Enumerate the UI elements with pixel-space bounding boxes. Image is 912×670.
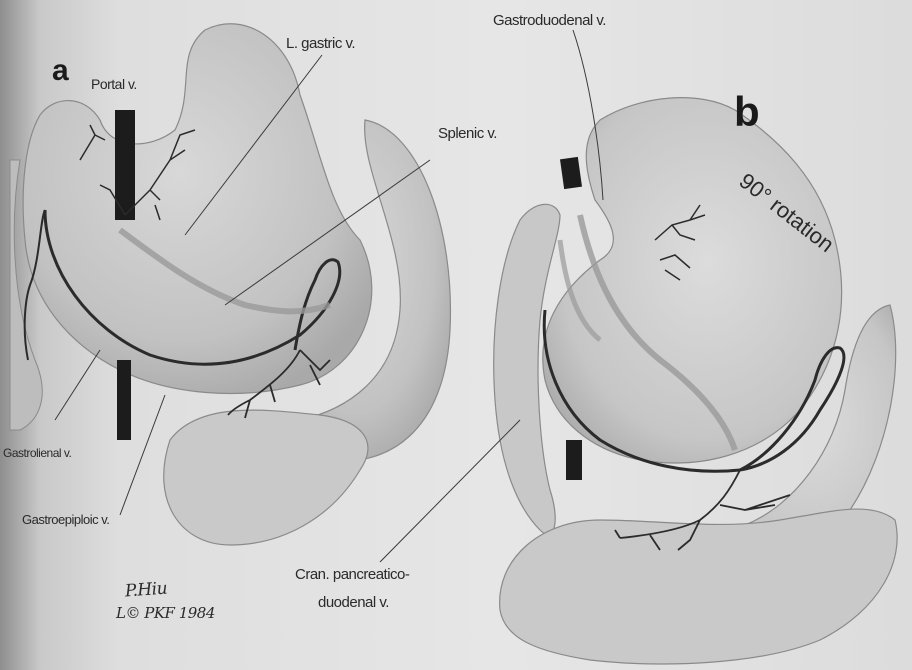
label-cran-pancreatico-line2: duodenal v. bbox=[318, 594, 389, 611]
portal-vein-b bbox=[560, 157, 582, 189]
pancreas-b bbox=[500, 509, 898, 664]
label-l-gastric-vein: L. gastric v. bbox=[286, 35, 355, 52]
panel-a bbox=[10, 24, 450, 545]
portal-vein-lower-b bbox=[566, 440, 582, 480]
panel-a-letter: a bbox=[52, 54, 69, 88]
signature-copyright: L© PKF 1984 bbox=[116, 604, 215, 622]
stomach-a bbox=[23, 24, 372, 394]
pancreas-a bbox=[164, 410, 368, 545]
label-splenic-vein: Splenic v. bbox=[438, 125, 497, 142]
signature-name: P.Hiu bbox=[124, 579, 167, 602]
label-cran-pancreatico-line1: Cran. pancreatico- bbox=[295, 566, 409, 583]
label-gastrolienal-vein: Gastrolienal v. bbox=[3, 446, 71, 460]
label-gastroduodenal-vein: Gastroduodenal v. bbox=[493, 12, 606, 29]
label-gastroepiploic-vein: Gastroepiploic v. bbox=[22, 512, 109, 527]
label-portal-vein: Portal v. bbox=[91, 76, 137, 92]
stomach-b bbox=[543, 98, 842, 463]
portal-vein-lower-a bbox=[117, 360, 131, 440]
panel-b-letter: b bbox=[734, 88, 760, 136]
